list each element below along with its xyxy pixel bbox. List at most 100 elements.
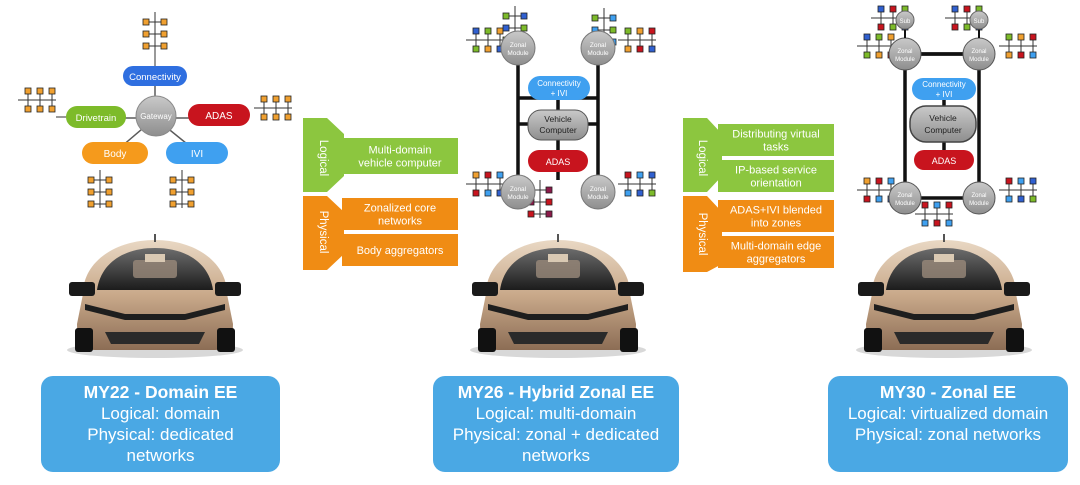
ecu-node xyxy=(1029,33,1037,41)
ecu-node xyxy=(105,176,113,184)
transition-item-text: Body aggregators xyxy=(357,245,444,257)
caption-line: Logical: domain xyxy=(100,404,221,423)
ecu-node xyxy=(520,12,528,20)
ecu-node xyxy=(1017,195,1025,203)
adas-node-3 xyxy=(914,150,974,170)
ecu-node xyxy=(648,189,656,197)
ecu-node xyxy=(648,45,656,53)
ecu-node xyxy=(160,30,168,38)
drivetrain-ecu-tree xyxy=(18,87,56,113)
transition-item-box xyxy=(718,200,834,232)
caption-line: Logical: multi-domain xyxy=(475,404,637,423)
ecu-node xyxy=(1017,33,1025,41)
zonal-module-line1: Zonal xyxy=(897,49,912,55)
caption-line: Physical: zonal networks xyxy=(854,425,1042,444)
ecu-node xyxy=(951,23,959,31)
ivi-ecu-tree xyxy=(169,170,195,208)
ecu-node xyxy=(933,201,941,209)
zonal-ecu-tree xyxy=(999,177,1037,203)
transition-item-text: Zonalized core xyxy=(364,203,436,215)
zonal-module-line1: Zonal xyxy=(897,193,912,199)
connectivity-ivi-node-3 xyxy=(912,78,976,100)
ecu-node xyxy=(636,27,644,35)
logical-label-2: Logical xyxy=(696,140,708,176)
ecu-node xyxy=(48,87,56,95)
adas-node xyxy=(528,150,588,172)
ecu-node xyxy=(1029,195,1037,203)
ecu-node xyxy=(260,113,268,121)
ecu-node xyxy=(48,105,56,113)
caption-line: networks xyxy=(521,446,591,465)
ecu-node xyxy=(24,105,32,113)
transition-item-box xyxy=(342,198,458,230)
ivi-domain xyxy=(166,142,228,164)
car-image-my30 xyxy=(855,233,1033,359)
vehicle-computer-line2-3: Computer xyxy=(924,125,961,135)
ecu-node xyxy=(484,27,492,35)
zonal-module-line2: Module xyxy=(587,50,609,57)
drivetrain-domain xyxy=(66,106,126,128)
ecu-node xyxy=(187,200,195,208)
zonal-module-line2: Module xyxy=(895,57,915,63)
ecu-node xyxy=(648,27,656,35)
caption-my26: MY26 - Hybrid Zonal EE Logical: multi-do… xyxy=(433,376,679,472)
caption-my30: MY30 - Zonal EE Logical: virtualized dom… xyxy=(828,376,1068,472)
ecu-node xyxy=(591,14,599,22)
ecu-node xyxy=(36,87,44,95)
zonal-module-line1: Zonal xyxy=(590,42,607,49)
ecu-node xyxy=(1005,177,1013,185)
ecu-node xyxy=(875,33,883,41)
transition-item-box xyxy=(718,160,834,192)
zonal-module-node xyxy=(500,174,536,210)
ecu-node xyxy=(472,45,480,53)
connectivity-ivi-line1: Connectivity xyxy=(537,79,581,88)
vehicle-computer-line1-3: Vehicle xyxy=(929,113,957,123)
ecu-node xyxy=(160,18,168,26)
ecu-node xyxy=(545,186,553,194)
zonal-module-line2: Module xyxy=(507,50,529,57)
ecu-node xyxy=(260,95,268,103)
transition-item-text: IP-based service xyxy=(735,165,817,177)
ecu-node xyxy=(502,24,510,32)
transition-item-text: orientation xyxy=(750,178,801,190)
car-image-my22 xyxy=(66,233,244,359)
ecu-node xyxy=(545,198,553,206)
hybrid-zonal-ee-panel: Connectivity + IVI Vehicle Computer ADAS… xyxy=(466,6,656,359)
zonal-module-node xyxy=(580,30,616,66)
connectivity-ivi-line2: + IVI xyxy=(551,89,568,98)
caption-title: MY22 - Domain EE xyxy=(83,382,238,402)
transition-item-text: into zones xyxy=(751,218,802,230)
ecu-node xyxy=(496,171,504,179)
ecu-node xyxy=(472,189,480,197)
ecu-node xyxy=(877,23,885,31)
ecu-node xyxy=(624,189,632,197)
ecu-node xyxy=(951,5,959,13)
zonal-module-line2: Module xyxy=(895,201,915,207)
ecu-node xyxy=(636,171,644,179)
ecu-node xyxy=(484,171,492,179)
ecu-node xyxy=(496,27,504,35)
zonal-module-line1: Zonal xyxy=(971,193,986,199)
transition-item-box xyxy=(342,138,458,174)
connectivity-domain xyxy=(123,66,187,86)
transition-item-box xyxy=(718,236,834,268)
caption-my22: MY22 - Domain EE Logical: domain Physica… xyxy=(41,376,280,472)
transition-item-text: tasks xyxy=(763,142,789,154)
transition-item-box xyxy=(718,124,834,156)
ecu-node xyxy=(142,18,150,26)
vehicle-computer-node-3 xyxy=(909,105,977,143)
transition-item-text: networks xyxy=(378,216,423,228)
ecu-node xyxy=(1005,33,1013,41)
ecu-node xyxy=(887,177,895,185)
ecu-node xyxy=(187,176,195,184)
physical-chevron-2 xyxy=(683,196,722,272)
ecu-node xyxy=(1017,51,1025,59)
ecu-node xyxy=(502,12,510,20)
zonal-module-node xyxy=(888,181,922,215)
ecu-node xyxy=(609,14,617,22)
sub-node xyxy=(969,10,989,30)
zonal-module-line2: Module xyxy=(969,57,989,63)
physical-chevron-1 xyxy=(303,196,344,270)
sub-node xyxy=(895,10,915,30)
ecu-node xyxy=(875,177,883,185)
